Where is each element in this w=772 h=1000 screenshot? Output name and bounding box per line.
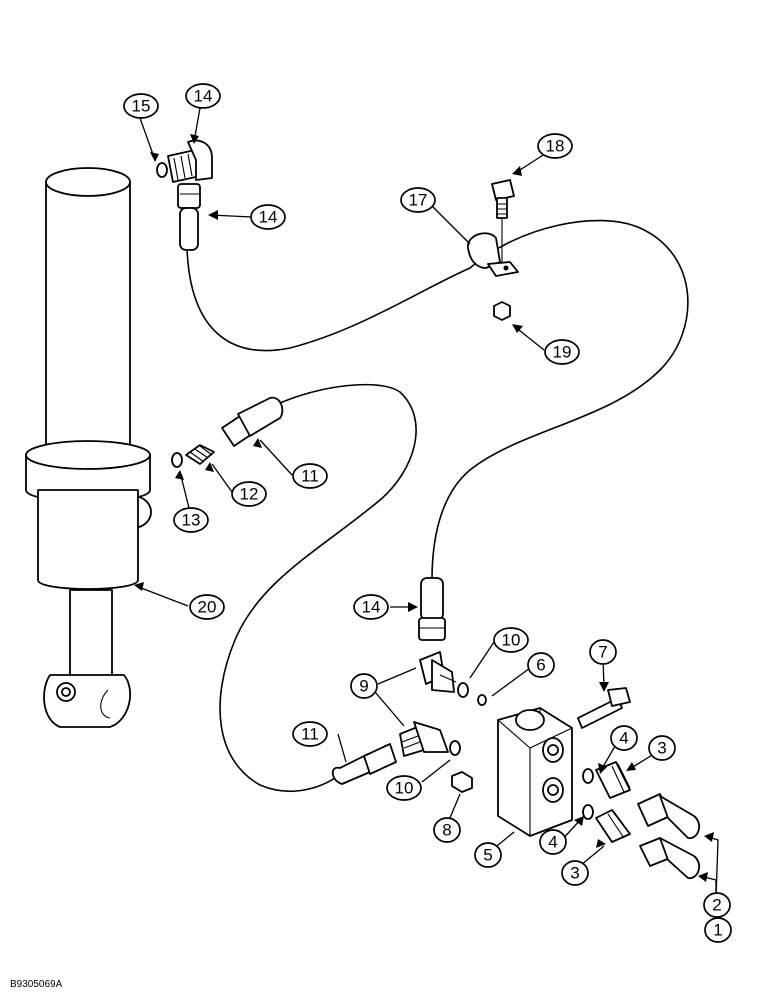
o-ring-19 [156, 162, 168, 178]
hose-end-11-upper [221, 396, 284, 447]
callout-6-label: 6 [536, 656, 545, 675]
callout-3-upper: 3 [648, 735, 676, 761]
hose-end-11-lower [331, 743, 397, 785]
callout-10-upper-label: 10 [502, 631, 521, 650]
hoses [186, 219, 689, 793]
nut-17 [493, 301, 511, 321]
callout-3-upper-label: 3 [657, 739, 666, 758]
leader-lines [135, 107, 719, 926]
o-ring-13 [171, 452, 183, 468]
callout-12-label: 12 [240, 485, 259, 504]
callout-2-label: 2 [712, 896, 721, 915]
callout-14-lower: 14 [353, 594, 389, 620]
callout-17: 19 [544, 339, 580, 365]
callout-16-label: 18 [546, 137, 565, 156]
drawing-reference: B9305069A [10, 979, 63, 990]
callout-4-upper: 4 [610, 725, 638, 751]
o-ring-4-lower [582, 804, 594, 820]
quick-coupler-lower [639, 837, 701, 879]
hydraulic-cylinder [25, 167, 152, 728]
elbow-fitting-9-upper [419, 651, 457, 693]
bolt-7 [577, 687, 631, 729]
callout-14-upper: 14 [250, 204, 286, 230]
arrowheads [134, 134, 714, 882]
washer-6 [477, 694, 487, 706]
hose-clamp-15 [467, 232, 519, 277]
callout-8-label: 8 [442, 821, 451, 840]
callout-16: 18 [537, 133, 573, 159]
straight-fitting-3-upper [595, 761, 631, 799]
callout-2: 2 [703, 892, 731, 918]
callout-1: 1 [704, 917, 732, 943]
callout-11-upper-label: 11 [301, 467, 319, 486]
lower-hose [219, 383, 417, 793]
callout-19-label: 15 [132, 97, 151, 116]
quick-coupler-upper [637, 793, 701, 839]
o-ring-4-upper [582, 768, 594, 784]
o-ring-10-lower [449, 740, 461, 756]
callout-13: 13 [173, 507, 209, 533]
callout-18-label: 14 [194, 87, 213, 106]
callout-9-label: 9 [359, 677, 368, 696]
o-ring-10-upper [457, 682, 469, 698]
nut-8 [451, 771, 473, 793]
straight-fitting-12 [185, 444, 215, 465]
callout-6: 6 [527, 652, 555, 678]
callout-14-lower-label: 14 [362, 598, 381, 617]
callout-14-upper-label: 14 [259, 208, 278, 227]
callout-7-label: 7 [598, 643, 607, 662]
callout-3-lower-label: 3 [570, 864, 579, 883]
elbow-fitting-18 [167, 139, 213, 183]
callout-19: 15 [123, 93, 159, 119]
callout-11-lower-label: 11 [301, 725, 319, 744]
callout-3-lower: 3 [561, 860, 589, 886]
callout-9: 9 [350, 673, 378, 699]
callout-11-lower: 11 [292, 721, 328, 747]
callout-4-lower-label: 4 [548, 833, 557, 852]
hose-end-14-upper [177, 183, 201, 251]
callout-10-lower-label: 10 [395, 779, 414, 798]
hose-end-14-lower [418, 577, 446, 641]
callout-15-label: 17 [409, 191, 428, 210]
straight-fitting-3-lower [595, 809, 631, 843]
callout-10-upper: 10 [493, 627, 529, 653]
callout-8: 8 [433, 817, 461, 843]
valve-block-5 [497, 707, 573, 837]
callout-1-label: 1 [713, 921, 722, 940]
callout-7: 7 [589, 639, 617, 665]
callout-12: 12 [231, 481, 267, 507]
callout-5: 5 [474, 842, 502, 868]
callout-20: 20 [189, 594, 225, 620]
callout-20-label: 20 [198, 598, 217, 617]
callout-5-label: 5 [483, 846, 492, 865]
elbow-fitting-9-lower [399, 721, 449, 757]
callout-10-lower: 10 [386, 775, 422, 801]
callout-11-upper: 11 [292, 463, 328, 489]
callout-17-label: 19 [553, 343, 572, 362]
callout-15: 17 [400, 187, 436, 213]
callout-13-label: 13 [182, 511, 201, 530]
bolt-16 [491, 179, 515, 265]
upper-hose [186, 219, 689, 581]
callout-18: 14 [185, 83, 221, 109]
callout-4-upper-label: 4 [619, 729, 628, 748]
callout-4-lower: 4 [539, 829, 567, 855]
